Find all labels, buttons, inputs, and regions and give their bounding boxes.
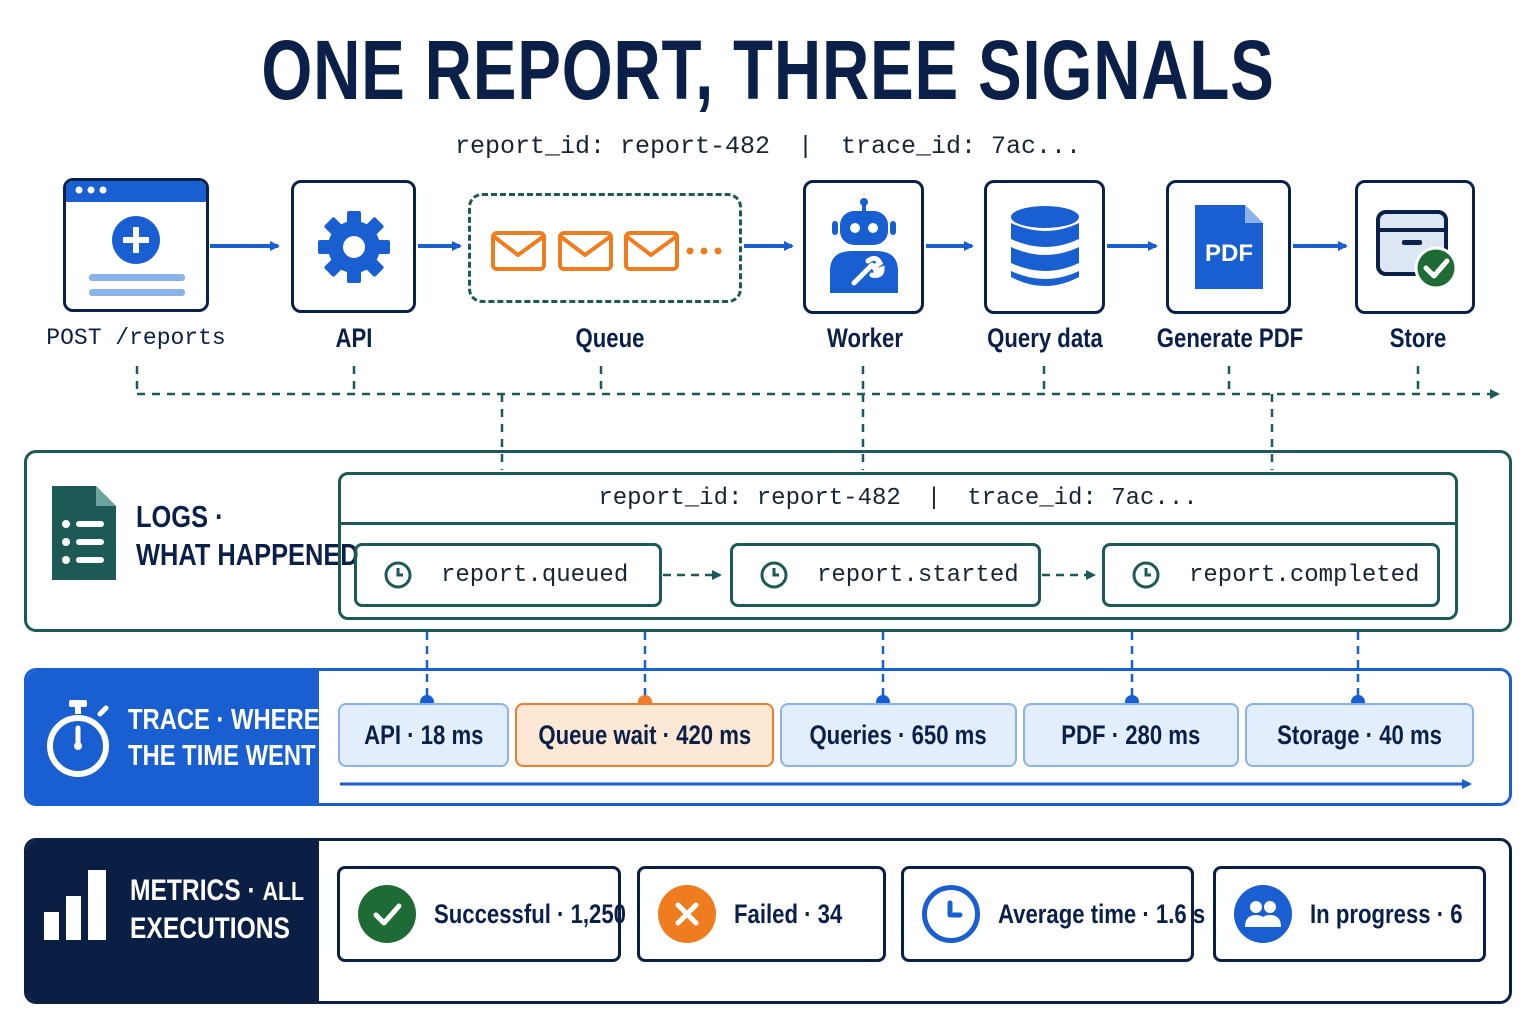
trace-span: PDF · 280 ms (1023, 703, 1239, 767)
logs-title-line2: WHAT HAPPENED (136, 537, 359, 572)
api-node (291, 180, 416, 313)
node-label-query: Query data (987, 323, 1103, 353)
robot-icon (829, 198, 898, 293)
trace-span-highlighted: Queue wait · 420 ms (515, 703, 774, 767)
trace-span-label: PDF · 280 ms (1061, 719, 1201, 750)
archive-check-icon (1376, 210, 1458, 290)
trace-span-label: Queries · 650 ms (809, 719, 988, 750)
node-label-store: Store (1389, 323, 1447, 353)
node-label-api: API (335, 323, 373, 353)
trace-title-line1: TRACE · WHERE (128, 704, 320, 736)
log-document-icon (52, 486, 116, 580)
metrics-title: METRICS · ALL EXECUTIONS (130, 872, 304, 948)
x-circle-icon (658, 885, 716, 943)
node-label-client: POST /reports (46, 325, 226, 351)
trace-span: Storage · 40 ms (1245, 703, 1474, 767)
metric-label: Failed · 34 (734, 898, 843, 929)
ids-line: report_id: report-482 | trace_id: 7ac... (0, 132, 1536, 161)
query-node (984, 180, 1105, 314)
trace-span-label: Queue wait · 420 ms (538, 719, 751, 750)
gear-icon (317, 210, 390, 283)
node-label-queue: Queue (575, 323, 645, 353)
trace-span: Queries · 650 ms (780, 703, 1017, 767)
clock-icon (922, 885, 980, 943)
logs-trace-id: trace_id: 7ac... (967, 485, 1198, 512)
log-event-label: report.queued (441, 561, 629, 589)
bar-chart-icon (44, 870, 106, 940)
client-node (63, 178, 209, 312)
trace-span: API · 18 ms (338, 703, 509, 767)
logs-title-line1: LOGS · (136, 499, 224, 534)
metric-card: Failed · 34 (637, 866, 886, 962)
trace-title-line2: THE TIME WENT (128, 740, 316, 772)
log-event: report.completed (1102, 543, 1440, 607)
logs-title: LOGS · WHAT HAPPENED (136, 498, 359, 574)
metric-card: In progress · 6 (1213, 866, 1486, 962)
metrics-title-line2: EXECUTIONS (130, 912, 290, 945)
log-event: report.started (730, 543, 1041, 607)
browser-add-icon (66, 181, 206, 296)
queue-node (468, 193, 742, 303)
metric-label: Average time · 1.6 s (998, 898, 1206, 929)
pdf-icon-text: PDF (1205, 240, 1253, 267)
logs-panel (24, 450, 1512, 632)
trace-span-label: Storage · 40 ms (1277, 719, 1442, 750)
page-title: ONE REPORT, THREE SIGNALS (261, 23, 1275, 117)
trace-span-label: API · 18 ms (363, 719, 484, 750)
metric-label: In progress · 6 (1310, 898, 1463, 929)
logs-report-id: report_id: report-482 (598, 485, 901, 512)
metric-card: Average time · 1.6 s (901, 866, 1205, 962)
trace-title: TRACE · WHERE THE TIME WENT (128, 702, 320, 774)
log-event: report.queued (354, 543, 662, 607)
metrics-title-line1: METRICS · (130, 874, 256, 907)
logs-separator: | (926, 485, 942, 512)
log-event-label: report.started (817, 561, 1019, 589)
users-icon (1234, 885, 1292, 943)
ids-separator: | (798, 132, 814, 161)
store-node (1355, 180, 1475, 314)
stopwatch-icon (47, 700, 109, 777)
node-label-pdf: Generate PDF (1156, 323, 1304, 353)
pdf-node: PDF (1166, 180, 1291, 314)
clock-icon (760, 561, 788, 589)
log-event-label: report.completed (1189, 561, 1420, 589)
metric-label: Successful · 1,250 (434, 898, 626, 929)
envelopes-icon (491, 231, 722, 271)
clock-icon (1132, 561, 1160, 589)
report-id: report_id: report-482 (454, 132, 770, 161)
trace-id: trace_id: 7ac... (841, 132, 1082, 161)
logs-stream: report_id: report-482 | trace_id: 7ac... (338, 472, 1458, 620)
pdf-file-icon: PDF (1194, 205, 1263, 289)
database-icon (1010, 206, 1079, 286)
metric-card: Successful · 1,250 (337, 866, 626, 962)
metrics-title-all: ALL (262, 876, 305, 906)
clock-icon (384, 561, 412, 589)
logs-header: report_id: report-482 | trace_id: 7ac... (341, 475, 1455, 525)
node-label-worker: Worker (827, 323, 903, 353)
worker-node (803, 180, 924, 314)
check-circle-icon (358, 885, 416, 943)
